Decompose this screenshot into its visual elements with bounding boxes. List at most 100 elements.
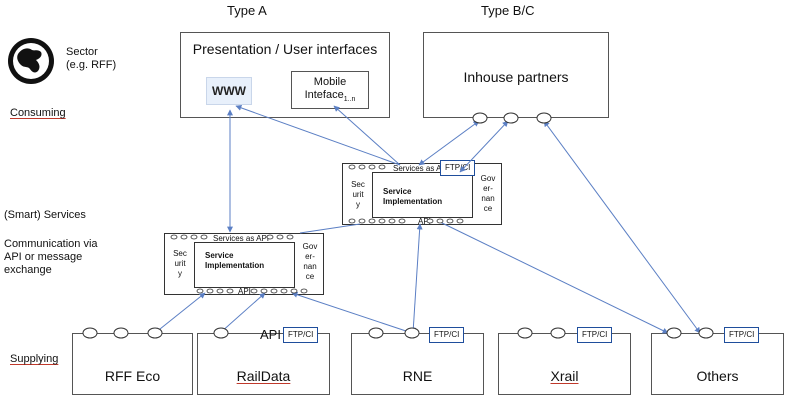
supplier-rff-eco-label: RFF Eco bbox=[104, 368, 161, 384]
strip-port bbox=[378, 164, 386, 170]
strip-port bbox=[280, 288, 288, 294]
line-right-service-to-left-service bbox=[299, 223, 361, 234]
arrow-right-service-to-www bbox=[235, 105, 401, 166]
strip-port bbox=[436, 218, 444, 224]
strip-port bbox=[426, 218, 434, 224]
strip-port bbox=[398, 218, 406, 224]
arrow-right-service-to-others bbox=[439, 221, 669, 334]
supplier-rne-label: RNE bbox=[402, 368, 433, 384]
arrow-left-service-to-rne bbox=[291, 291, 413, 334]
header-type-a: Type A bbox=[227, 3, 267, 18]
globe-icon bbox=[8, 38, 54, 84]
strip-port bbox=[180, 234, 188, 240]
arrow-right-service-to-inhouse bbox=[418, 120, 480, 166]
services-as-api-right: Services as API bbox=[393, 164, 450, 173]
strip-port bbox=[226, 288, 234, 294]
api-strip-left: API bbox=[238, 287, 251, 296]
strip-port bbox=[388, 218, 396, 224]
strip-port bbox=[270, 288, 278, 294]
layer-consuming: Consuming bbox=[10, 107, 66, 119]
layer-supplying: Supplying bbox=[10, 353, 59, 365]
strip-port bbox=[216, 288, 224, 294]
inhouse-ports bbox=[472, 112, 552, 124]
strip-port bbox=[190, 234, 198, 240]
port-circle bbox=[404, 327, 420, 339]
strip-port bbox=[348, 164, 356, 170]
service-title-left: Service Implementation bbox=[205, 251, 265, 270]
arrow-right-service-to-mobile bbox=[333, 105, 401, 166]
arrow-left-service-to-rff-eco bbox=[154, 292, 206, 334]
service-strip-ports bbox=[170, 164, 464, 294]
sector-label: Sector (e.g. RFF) bbox=[66, 46, 117, 71]
strip-port bbox=[266, 234, 274, 240]
arrow-ftp-to-inhouse bbox=[459, 120, 509, 173]
api-strip-right: API bbox=[418, 217, 431, 226]
supplier-rff-eco: RFF Eco bbox=[72, 333, 193, 395]
supplier-rne: RNE bbox=[351, 333, 484, 395]
security-label-right: Sec urit y bbox=[351, 180, 365, 209]
strip-port bbox=[260, 288, 268, 294]
layer-communication: Communication via API or message exchang… bbox=[4, 238, 98, 276]
strip-port bbox=[290, 288, 298, 294]
www-badge: WWW bbox=[206, 77, 252, 105]
strip-port bbox=[170, 234, 178, 240]
supplier-xrail-label: Xrail bbox=[550, 368, 579, 384]
port-circle bbox=[698, 327, 714, 339]
supplier-raildata-label: RailData bbox=[236, 368, 291, 384]
service-title-right: Service Implementation bbox=[383, 187, 443, 206]
arrow-inhouse-to-others bbox=[543, 120, 701, 334]
ftp-ci-badge-raildata: FTP/CI bbox=[283, 327, 319, 343]
strip-port bbox=[348, 218, 356, 224]
layer-services: (Smart) Services bbox=[4, 209, 86, 221]
strip-port bbox=[368, 164, 376, 170]
port-circle bbox=[368, 327, 384, 339]
service-block-left: Service Implementation Sec urit y Gov er… bbox=[164, 233, 324, 296]
inhouse-partners-box: Inhouse partners bbox=[423, 32, 609, 118]
port-circle bbox=[550, 327, 566, 339]
arrows bbox=[154, 105, 701, 334]
strip-port bbox=[446, 218, 454, 224]
supplier-others: Others bbox=[651, 333, 784, 395]
strip-port bbox=[250, 288, 258, 294]
supplier-raildata: RailData bbox=[197, 333, 330, 395]
presentation-box: Presentation / User interfaces WWW Mobil… bbox=[180, 32, 390, 118]
presentation-title: Presentation / User interfaces bbox=[192, 41, 378, 57]
mobile-interface-label: Mobile Inteface bbox=[304, 76, 347, 101]
ftp-ci-badge-rne: FTP/CI bbox=[429, 327, 465, 343]
service-implementation-left: Service Implementation bbox=[194, 242, 295, 288]
service-block-right: Service Implementation Sec urit y Gov er… bbox=[342, 163, 502, 226]
supplier-others-label: Others bbox=[696, 368, 739, 384]
header-type-bc: Type B/C bbox=[481, 3, 535, 18]
port-circle bbox=[503, 112, 519, 124]
port-circle bbox=[213, 327, 229, 339]
governance-label-right: Gov er- nan ce bbox=[480, 174, 496, 213]
supplier-ports bbox=[82, 327, 714, 339]
governance-label-left: Gov er- nan ce bbox=[302, 242, 318, 281]
port-circle bbox=[113, 327, 129, 339]
port-circle bbox=[666, 327, 682, 339]
arrow-right-service-to-rne bbox=[410, 223, 423, 334]
mobile-interface-box: Mobile Inteface1..n bbox=[291, 71, 369, 109]
strip-port bbox=[300, 288, 308, 294]
service-implementation-right: Service Implementation bbox=[372, 172, 473, 218]
port-circle bbox=[147, 327, 163, 339]
port-circle bbox=[472, 112, 488, 124]
services-as-api-left: Services as API bbox=[213, 234, 270, 243]
strip-port bbox=[200, 234, 208, 240]
strip-port bbox=[358, 164, 366, 170]
arrow-left-service-to-raildata bbox=[219, 292, 266, 334]
security-label-left: Sec urit y bbox=[173, 249, 187, 278]
strip-port bbox=[456, 218, 464, 224]
strip-port bbox=[378, 218, 386, 224]
strip-port bbox=[206, 288, 214, 294]
strip-port bbox=[196, 288, 204, 294]
strip-port bbox=[358, 218, 366, 224]
strip-port bbox=[276, 234, 284, 240]
ftp-ci-badge-others: FTP/CI bbox=[724, 327, 760, 343]
port-circle bbox=[536, 112, 552, 124]
port-circle bbox=[82, 327, 98, 339]
strip-port bbox=[368, 218, 376, 224]
mobile-interface-subscript: 1..n bbox=[343, 96, 356, 104]
inhouse-partners-title: Inhouse partners bbox=[463, 69, 569, 85]
